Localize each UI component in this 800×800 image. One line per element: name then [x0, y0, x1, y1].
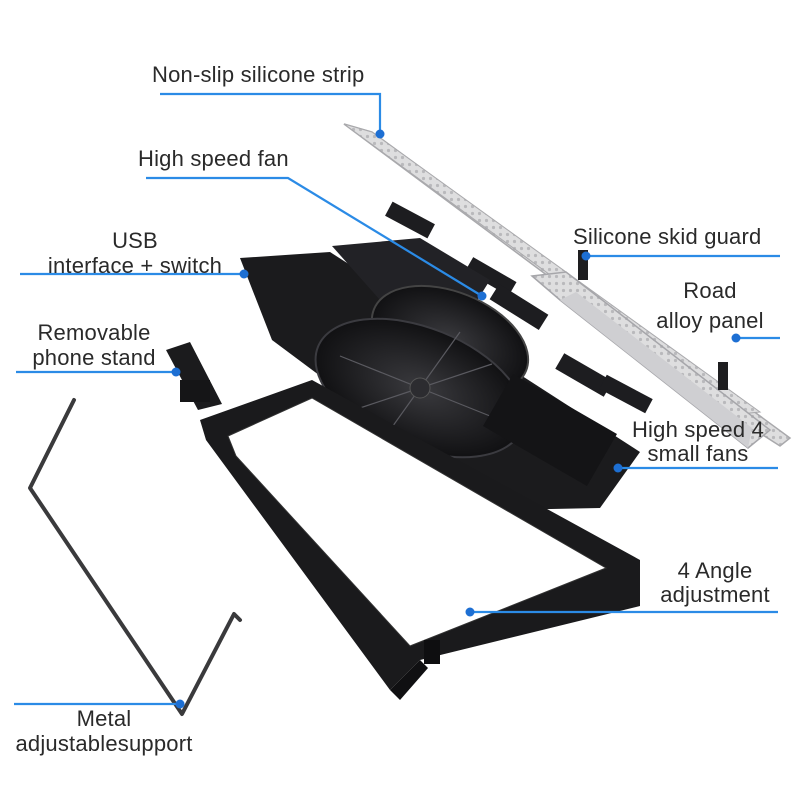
label-small-fans-line2: small fans	[647, 441, 749, 466]
callout-line-non-slip	[160, 92, 382, 134]
label-non-slip-strip: Non-slip silicone strip	[152, 62, 365, 87]
label-panel-line1: Road	[683, 278, 737, 303]
label-angle-line2: adjustment	[660, 582, 770, 607]
label-metal-line2: adjustablesupport	[15, 731, 193, 756]
metal-support-wire	[28, 398, 242, 716]
label-metal-line1: Metal	[76, 706, 132, 731]
callout-lines	[14, 92, 780, 706]
skid-guard-peg	[578, 250, 588, 280]
label-high-speed-fan: High speed fan	[138, 146, 289, 171]
callout-dot	[465, 607, 475, 617]
callout-dot	[175, 699, 185, 709]
alloy-panel-part	[530, 250, 772, 449]
callout-dot	[375, 129, 385, 139]
callout-dot	[477, 291, 487, 301]
callout-dots	[171, 129, 741, 709]
skid-guard-peg	[718, 362, 728, 390]
label-small-fans-line1: High speed 4	[631, 417, 765, 442]
label-angle-line1: 4 Angle	[677, 558, 753, 583]
label-phone-stand-line1: Removable	[37, 320, 151, 345]
label-skid-guard: Silicone skid guard	[573, 224, 762, 249]
callout-dot	[171, 367, 181, 377]
label-panel-line2: alloy panel	[656, 308, 764, 333]
label-usb-line1: USB	[112, 228, 158, 253]
callout-dot	[731, 333, 741, 343]
label-phone-stand-line2: phone stand	[32, 345, 156, 370]
callout-line-high-speed-fan	[146, 176, 483, 297]
phone-stand-part	[166, 342, 222, 410]
callout-dot	[613, 463, 623, 473]
callout-dot	[239, 269, 249, 279]
label-usb-line2: interface + switch	[47, 253, 223, 278]
callout-dot	[581, 251, 591, 261]
